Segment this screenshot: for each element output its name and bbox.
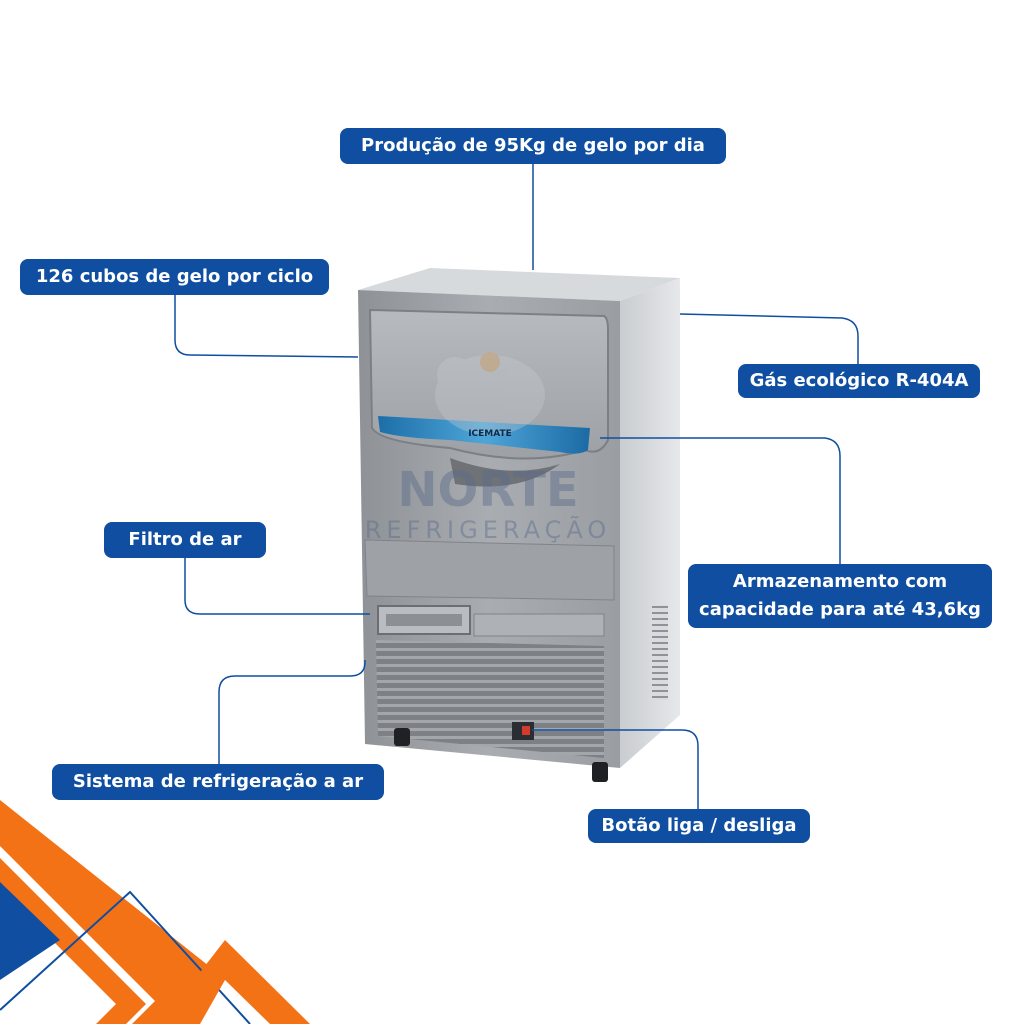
label-armazenamento-line2: capacidade para até 43,6kg	[699, 599, 981, 620]
connector-lines	[174, 164, 859, 809]
ventilation-grille	[376, 640, 604, 758]
label-cubos-por-ciclo: 126 cubos de gelo por ciclo	[20, 259, 329, 295]
label-armazenamento: Armazenamento com capacidade para até 43…	[688, 564, 992, 628]
foot-left	[394, 728, 410, 746]
label-sistema-refrigeracao: Sistema de refrigeração a ar	[52, 764, 384, 800]
label-botao-liga-desliga: Botão liga / desliga	[588, 809, 810, 843]
brand-watermark: NORTE REFRIGERAÇÃO	[365, 462, 612, 544]
label-gas-ecologico: Gás ecológico R-404A	[738, 364, 980, 398]
blue-handle-band	[378, 416, 590, 454]
label-filtro-de-ar: Filtro de ar	[104, 522, 266, 558]
watermark-line2: REFRIGERAÇÃO	[365, 514, 612, 544]
watermark-line1: NORTE	[397, 462, 578, 518]
side-vent	[652, 605, 668, 700]
label-armazenamento-line1: Armazenamento com	[732, 571, 948, 592]
bear-mascot-icon	[435, 352, 545, 435]
decorative-corner-stripes	[0, 800, 310, 1024]
ice-machine	[358, 268, 680, 782]
label-producao: Produção de 95Kg de gelo por dia	[340, 128, 726, 164]
foot-right	[592, 762, 608, 782]
brand-logo: ICEMATE	[468, 429, 512, 439]
